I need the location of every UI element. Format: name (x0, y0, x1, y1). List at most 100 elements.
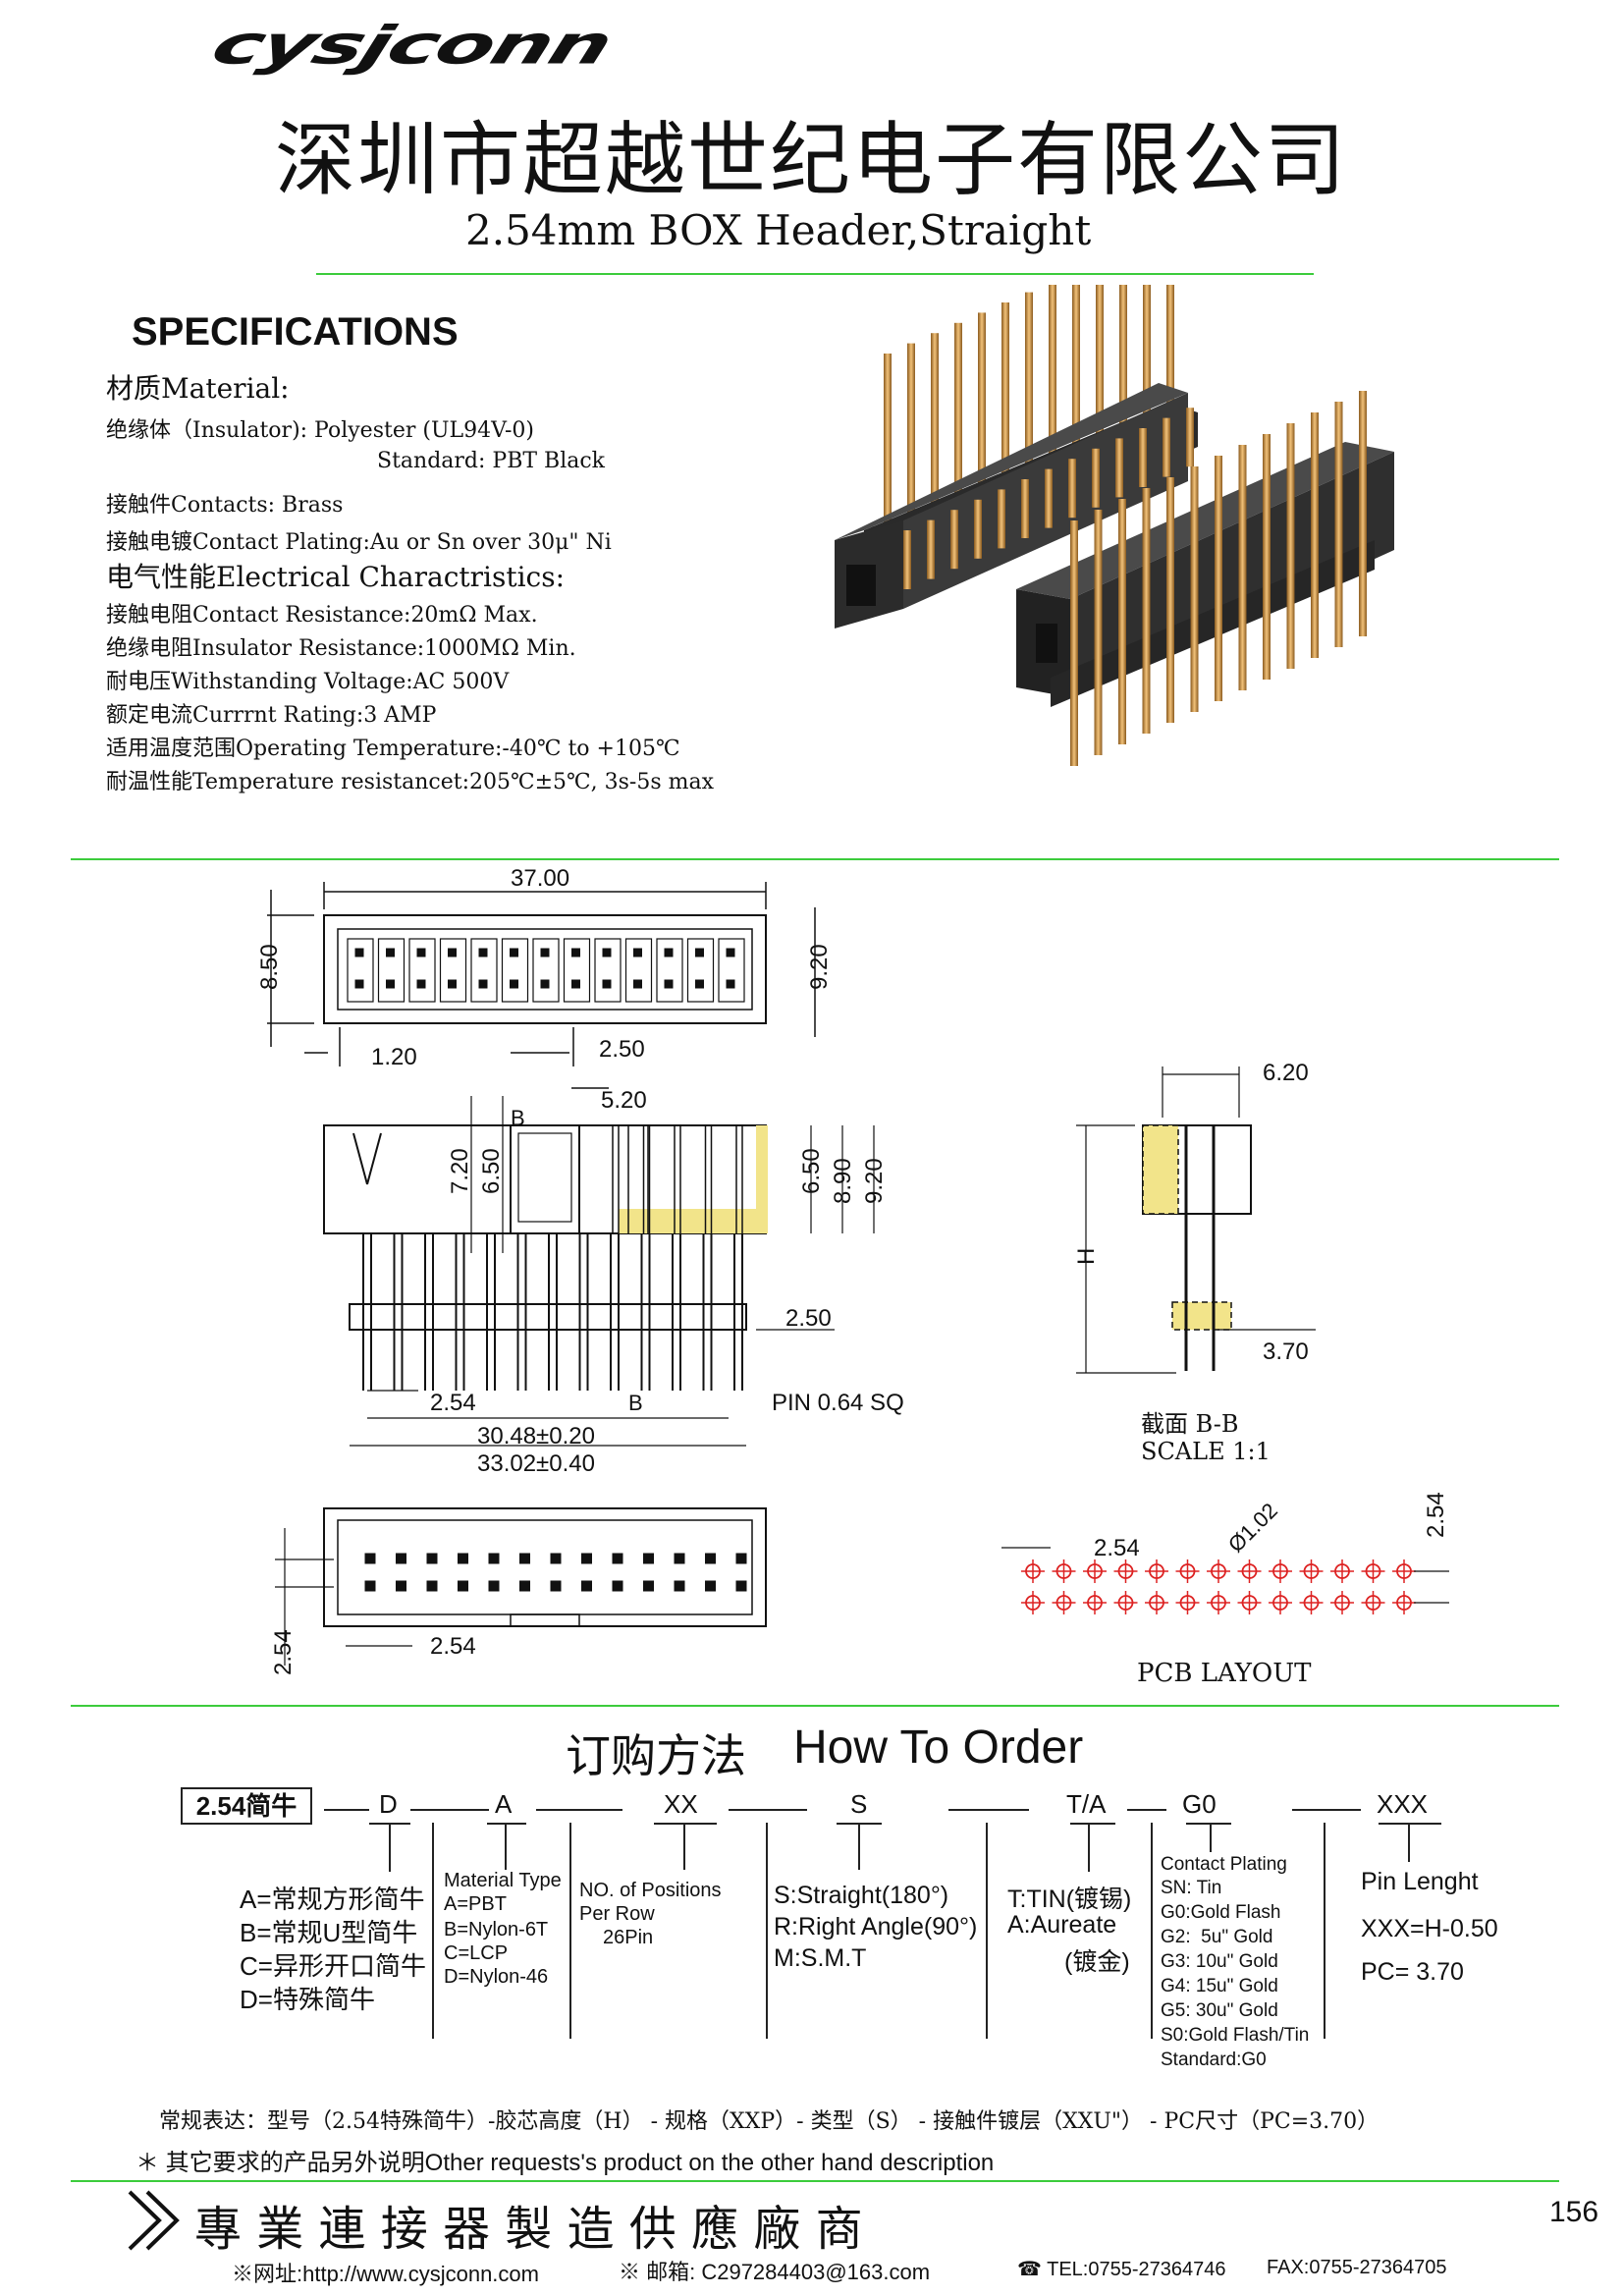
section-label: 截面 B-B (1141, 1410, 1238, 1438)
order-title-en: How To Order (793, 1722, 1084, 1774)
brand-logo-graphic: cysjconn (204, 14, 619, 77)
underline-finish (1070, 1823, 1115, 1825)
positions-row: Per Row (579, 1903, 655, 1925)
vline-material (505, 1823, 507, 1870)
dim-920: 9.20 (806, 944, 833, 990)
spec-current: 额定电流Currrnt Rating:3 AMP (106, 703, 437, 728)
dim-620: 6.20 (1263, 1060, 1309, 1086)
underline-plating (1186, 1823, 1231, 1825)
footer-slogan: 專 業 連 接 器 製 造 供 應 廠 商 (194, 2202, 863, 2257)
section-scale: SCALE 1:1 (1141, 1438, 1271, 1465)
dim-120: 1.20 (371, 1044, 417, 1070)
spec-insulator-resistance: 绝缘电阻Insulator Resistance:1000MΩ Min. (106, 636, 576, 661)
order-title-cn: 订购方法 (566, 1729, 746, 1782)
positions-title: NO. of Positions (579, 1880, 722, 1901)
plating-g4: G4: 15u" Gold (1161, 1976, 1278, 1996)
front-view: B 5.20 7.20 6.50 6.50 8.90 9.20 2.50 2.5… (323, 1087, 904, 1477)
underline-material (487, 1823, 526, 1825)
drawing-divider (71, 1705, 1559, 1707)
vline-sep-4 (986, 1823, 988, 2039)
dim-650a: 6.50 (478, 1148, 505, 1194)
spec-temperature: 适用温度范围Operating Temperature:-40℃ to +105… (106, 737, 680, 761)
finish-option-a-cn: (镀金) (1064, 1948, 1130, 1976)
svg-text:B: B (511, 1106, 525, 1130)
code-dash-1 (324, 1809, 369, 1811)
section-view: 6.20 H 3.70 截面 B-B SCALE 1:1 (1073, 1060, 1316, 1465)
dim-width: 37.00 (511, 865, 569, 892)
code-type: D (379, 1789, 398, 1819)
footer-web[interactable]: ※网址:http://www.cysjconn.com (232, 2262, 539, 2286)
vline-length (1408, 1823, 1410, 1862)
drawing-canvas: 37.00 8.50 9.20 1.20 2.50 (256, 865, 1449, 1688)
vline-sep-1 (432, 1823, 434, 2039)
plating-g2: G2: 5u" Gold (1161, 1927, 1273, 1947)
style-option-m: M:S.M.T (774, 1944, 867, 1972)
code-style: S (850, 1789, 868, 1819)
product-image (825, 231, 1414, 786)
spec-temp-resistance: 耐温性能Temperature resistancet:205℃±5℃, 3s-… (106, 770, 715, 794)
plating-g3: G3: 10u" Gold (1161, 1951, 1278, 1972)
product-render-graphic (835, 231, 1394, 766)
vline-sep-3 (766, 1823, 768, 2039)
dim-890: 8.90 (830, 1158, 856, 1204)
plating-standard: Standard:G0 (1161, 2050, 1267, 2070)
brand-logo: cysjconn (201, 14, 673, 92)
finish-option-a: A:Aureate (1007, 1911, 1117, 1939)
vline-style (858, 1823, 860, 1870)
plating-g5: G5: 30u" Gold (1161, 2000, 1278, 2021)
underline-positions (654, 1823, 717, 1825)
code-finish: T/A (1066, 1789, 1107, 1819)
regular-expression: 常规表达：型号（2.54特殊简牛）-胶芯高度（H） - 规格（XXP）- 类型（… (159, 2109, 1380, 2134)
vline-positions (683, 1823, 685, 1870)
footer-fax: FAX:0755-27364705 (1267, 2257, 1447, 2278)
vline-type (389, 1823, 391, 1872)
dim-250-front: 2.50 (785, 1305, 832, 1332)
spec-contact-resistance: 接触电阻Contact Resistance:20mΩ Max. (106, 603, 538, 628)
code-material: A (495, 1789, 513, 1819)
order-note: ＊ 其它要求的产品另外说明Other requests's product on… (135, 2150, 995, 2176)
vline-sep-5 (1151, 1823, 1153, 2039)
footer-email[interactable]: ※ 邮箱: C297284403@163.com (619, 2260, 931, 2284)
code-dash-7 (1292, 1809, 1361, 1811)
brand-logo-text: cysjconn (204, 24, 619, 77)
style-option-r: R:Right Angle(90°) (774, 1913, 978, 1941)
company-name: 深圳市超越世纪电子有限公司 (275, 114, 1348, 207)
dim-254-h: 2.54 (430, 1633, 476, 1660)
spec-contacts: 接触件Contacts: Brass (106, 493, 344, 518)
dim-pitch: 2.54 (430, 1390, 476, 1416)
dim-370: 3.70 (1263, 1339, 1309, 1365)
type-option-b: B=常规U型简牛 (240, 1918, 418, 1947)
dim-pcb-pitch-y: 2.54 (1423, 1492, 1449, 1538)
underline-length (1379, 1823, 1441, 1825)
vline-plating (1210, 1823, 1212, 1852)
top-view: 37.00 8.50 9.20 1.20 2.50 (256, 865, 833, 1070)
footer-divider (71, 2180, 1559, 2182)
pc-value: PC= 3.70 (1361, 1958, 1464, 1986)
spec-insulator: 绝缘体（Insulator): Polyester (UL94V-0) (106, 418, 534, 443)
dim-250-top: 2.50 (599, 1036, 645, 1063)
material-option-c: C=LCP (444, 1942, 509, 1964)
material-option-d: D=Nylon-46 (444, 1966, 549, 1988)
chevron-logo-icon (126, 2188, 194, 2253)
dim-span2: 33.02±0.40 (477, 1450, 595, 1477)
technical-drawing: 37.00 8.50 9.20 1.20 2.50 (0, 860, 1623, 1695)
plating-s0: S0:Gold Flash/Tin (1161, 2025, 1310, 2046)
spec-standard: Standard: PBT Black (377, 449, 606, 473)
code-length: XXX (1377, 1789, 1429, 1819)
page-number: 156 (1549, 2196, 1599, 2228)
spec-material: 材质Material: (106, 372, 290, 405)
code-positions: XX (664, 1789, 698, 1819)
positions-value: 26Pin (603, 1927, 654, 1948)
spec-voltage: 耐电压Withstanding Voltage:AC 500V (106, 670, 510, 694)
type-option-d: D=特殊简牛 (240, 1985, 375, 2014)
header-divider (316, 273, 1314, 275)
section-mark: B (628, 1391, 643, 1415)
code-plating: G0 (1182, 1789, 1217, 1819)
spec-divider (71, 858, 1559, 860)
finish-option-t: T:TIN(镀锡) (1007, 1886, 1132, 1913)
bottom-view: 2.54 2.54 (270, 1507, 767, 1675)
pcb-label: PCB LAYOUT (1137, 1659, 1312, 1688)
chevron-logo-graphic (128, 2190, 180, 2251)
spec-electrical: 电气性能Electrical Charactristics: (106, 561, 566, 593)
dim-pcb-pitch-x: 2.54 (1094, 1535, 1140, 1561)
